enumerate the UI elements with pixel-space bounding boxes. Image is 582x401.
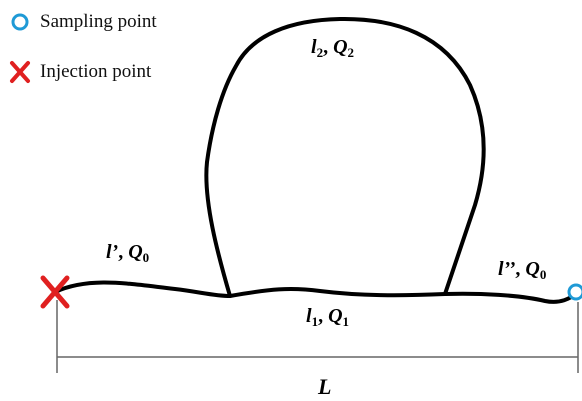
legend-injection: Injection point [40,62,151,81]
loop-pipe [204,16,486,298]
cross-icon [10,61,30,83]
main-pipe [53,280,580,304]
label-l2: l2, Q2 [311,36,355,60]
sampling-point-marker [567,283,582,301]
label-l1: l1, Q1 [306,305,350,329]
legend-sampling-label: Sampling point [40,11,157,32]
circle-icon [11,13,29,31]
injection-point-marker [40,275,70,309]
dimension-label: L [318,374,332,399]
legend-sampling: Sampling point [40,12,157,31]
label-l-prime: l’, Q0 [106,241,150,265]
legend-injection-label: Injection point [40,61,152,82]
label-l-double-prime: l’’, Q0 [498,258,547,282]
